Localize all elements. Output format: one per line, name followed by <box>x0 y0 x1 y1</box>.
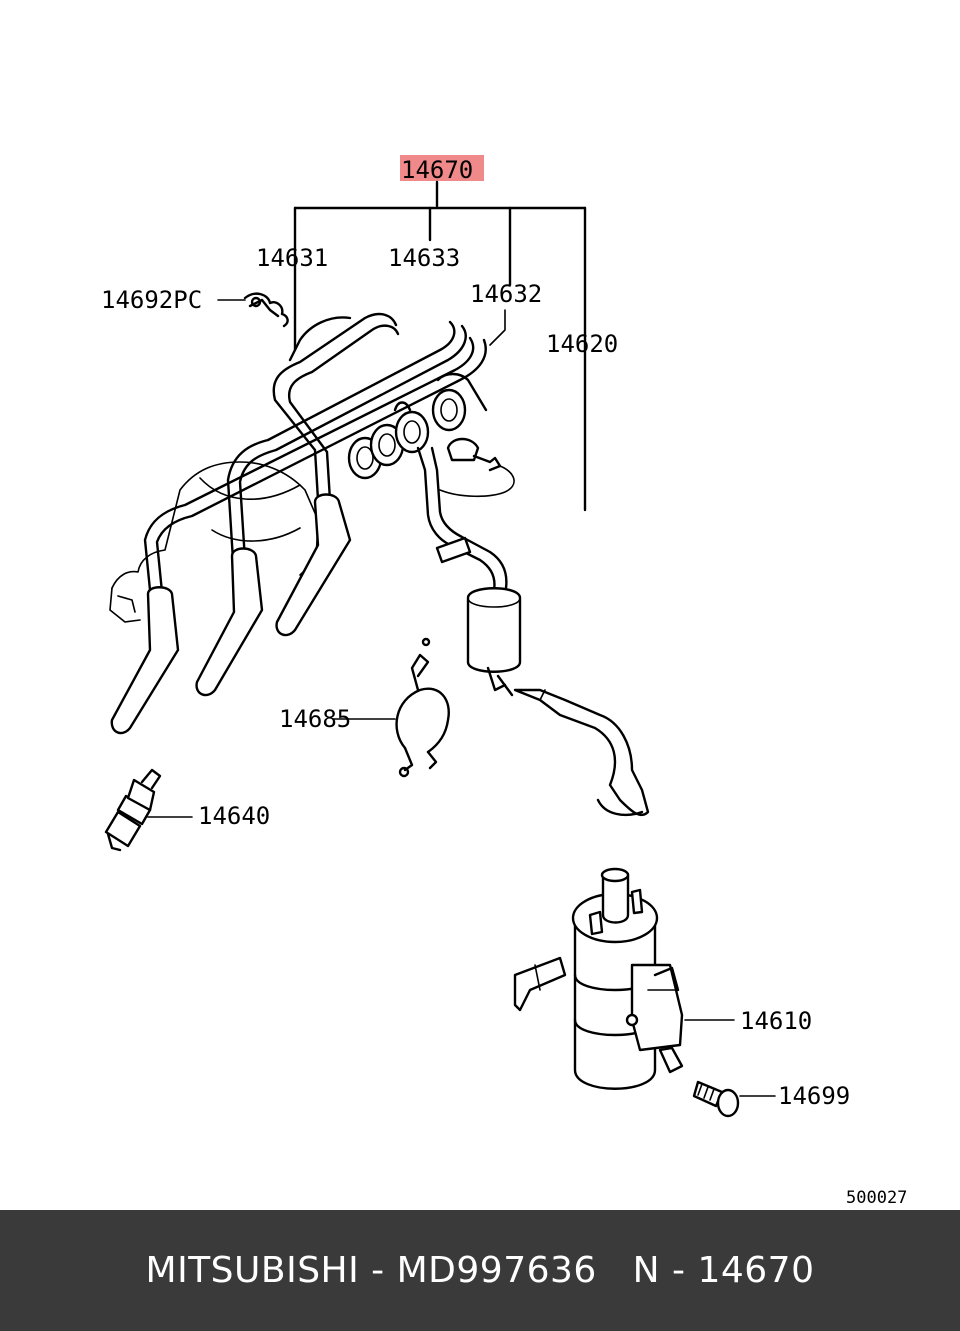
label-ignition-coil[interactable]: 14610 <box>740 1007 812 1035</box>
cable-clamp-part <box>243 292 289 328</box>
terminal-cap <box>439 437 515 498</box>
bolt-part <box>692 1080 740 1118</box>
ignition-coil-part <box>513 867 684 1090</box>
label-assembly[interactable]: 14670 <box>401 156 473 184</box>
gasket-part <box>395 637 450 778</box>
spark-plug-part <box>104 768 162 852</box>
spark-plug-boots <box>110 493 352 735</box>
spark-plug-cables <box>143 312 487 594</box>
label-sheet-number: 500027 <box>846 1188 907 1208</box>
parts-diagram: 14670 14631 14633 14632 14620 14692PC 14… <box>101 155 907 1208</box>
label-cable-2[interactable]: 14632 <box>470 280 542 308</box>
label-cable-1[interactable]: 14631 <box>256 244 328 272</box>
coil-cable <box>416 446 650 817</box>
distributor-housing <box>109 461 319 623</box>
assembly-bracket <box>293 180 587 512</box>
label-cable-coil[interactable]: 14620 <box>546 330 618 358</box>
cable-grommets <box>347 372 488 480</box>
assembly-highlight <box>400 155 484 181</box>
leader-lines <box>147 299 776 1097</box>
footer-bar: MITSUBISHI - MD997636 N - 14670 <box>0 1210 960 1331</box>
label-cable-3[interactable]: 14633 <box>388 244 460 272</box>
label-clamp[interactable]: 14692PC <box>101 286 202 314</box>
label-bolt[interactable]: 14699 <box>778 1082 850 1110</box>
label-spark-plug[interactable]: 14640 <box>198 802 270 830</box>
footer-part-number: MITSUBISHI - MD997636 N - 14670 <box>145 1250 815 1291</box>
